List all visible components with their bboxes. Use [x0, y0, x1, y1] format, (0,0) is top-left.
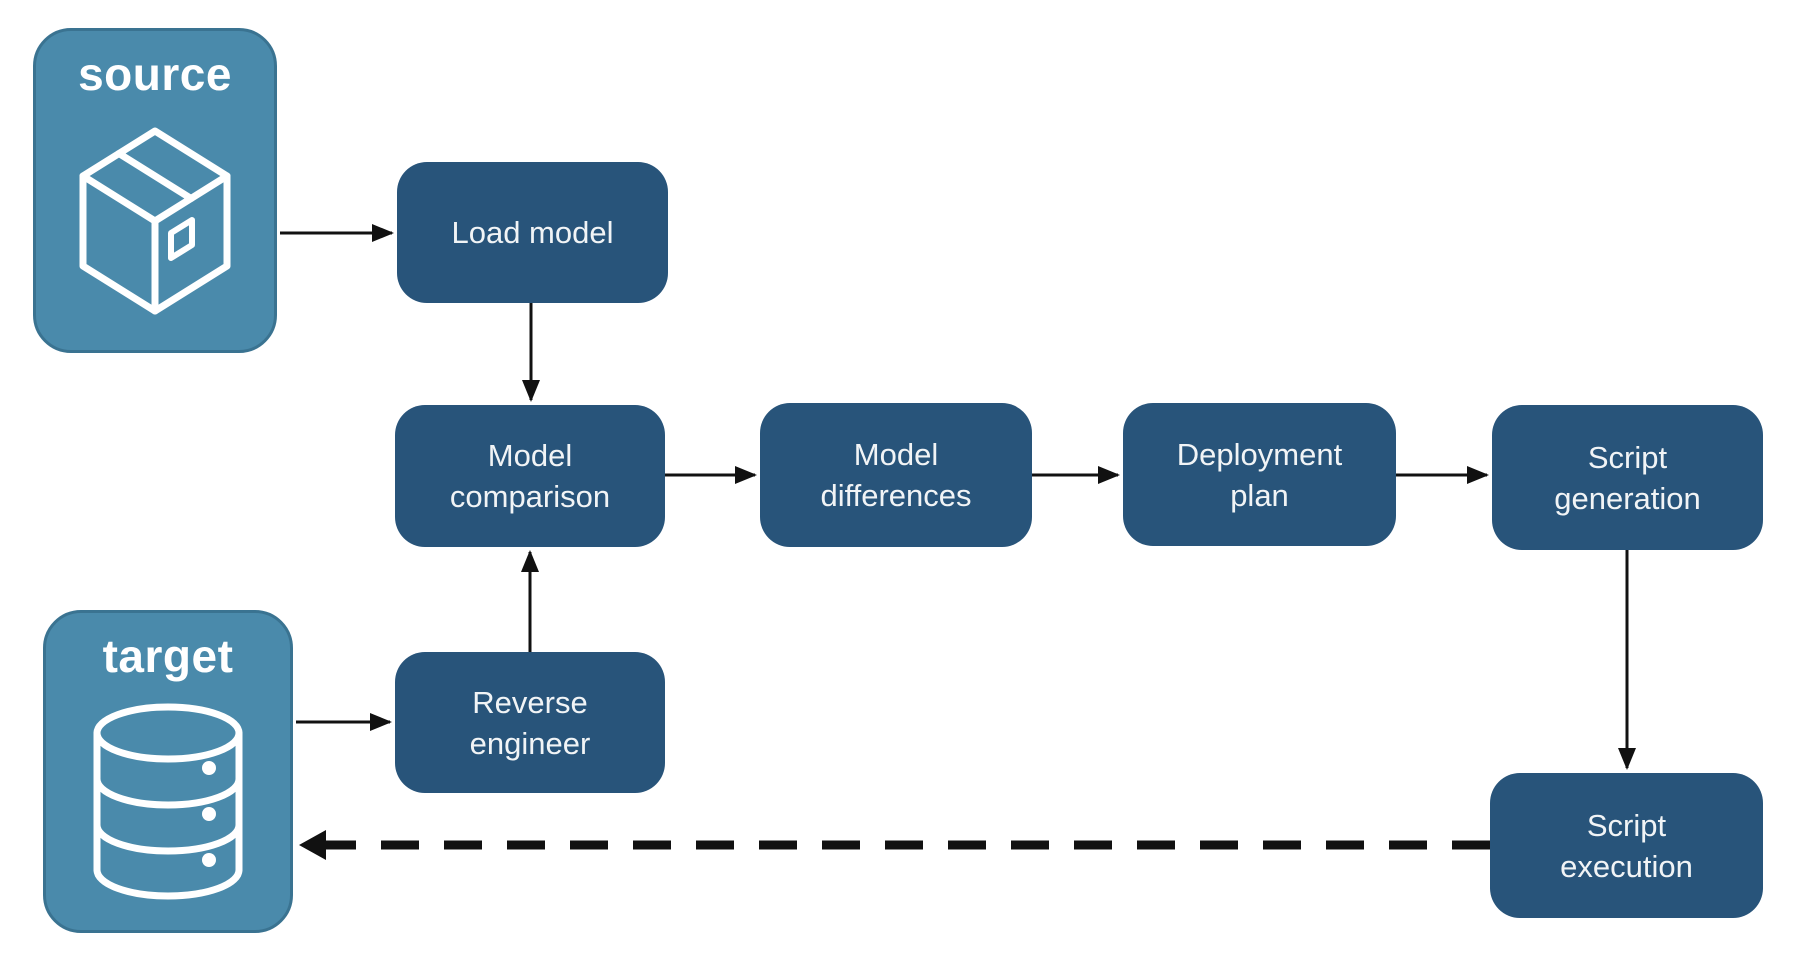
- node-load-model: Load model: [397, 162, 668, 303]
- source-container: source: [33, 28, 277, 353]
- node-model-comparison: Model comparison: [395, 405, 665, 547]
- target-container: target: [43, 610, 293, 933]
- database-icon: [92, 683, 244, 930]
- package-icon: [75, 101, 235, 350]
- target-label: target: [102, 630, 234, 682]
- source-label: source: [78, 48, 232, 100]
- node-script-execution: Script execution: [1490, 773, 1763, 918]
- node-reverse-engineer: Reverse engineer: [395, 652, 665, 793]
- node-deployment-plan: Deployment plan: [1123, 403, 1396, 546]
- node-script-generation: Script generation: [1492, 405, 1763, 550]
- node-model-differences: Model differences: [760, 403, 1032, 547]
